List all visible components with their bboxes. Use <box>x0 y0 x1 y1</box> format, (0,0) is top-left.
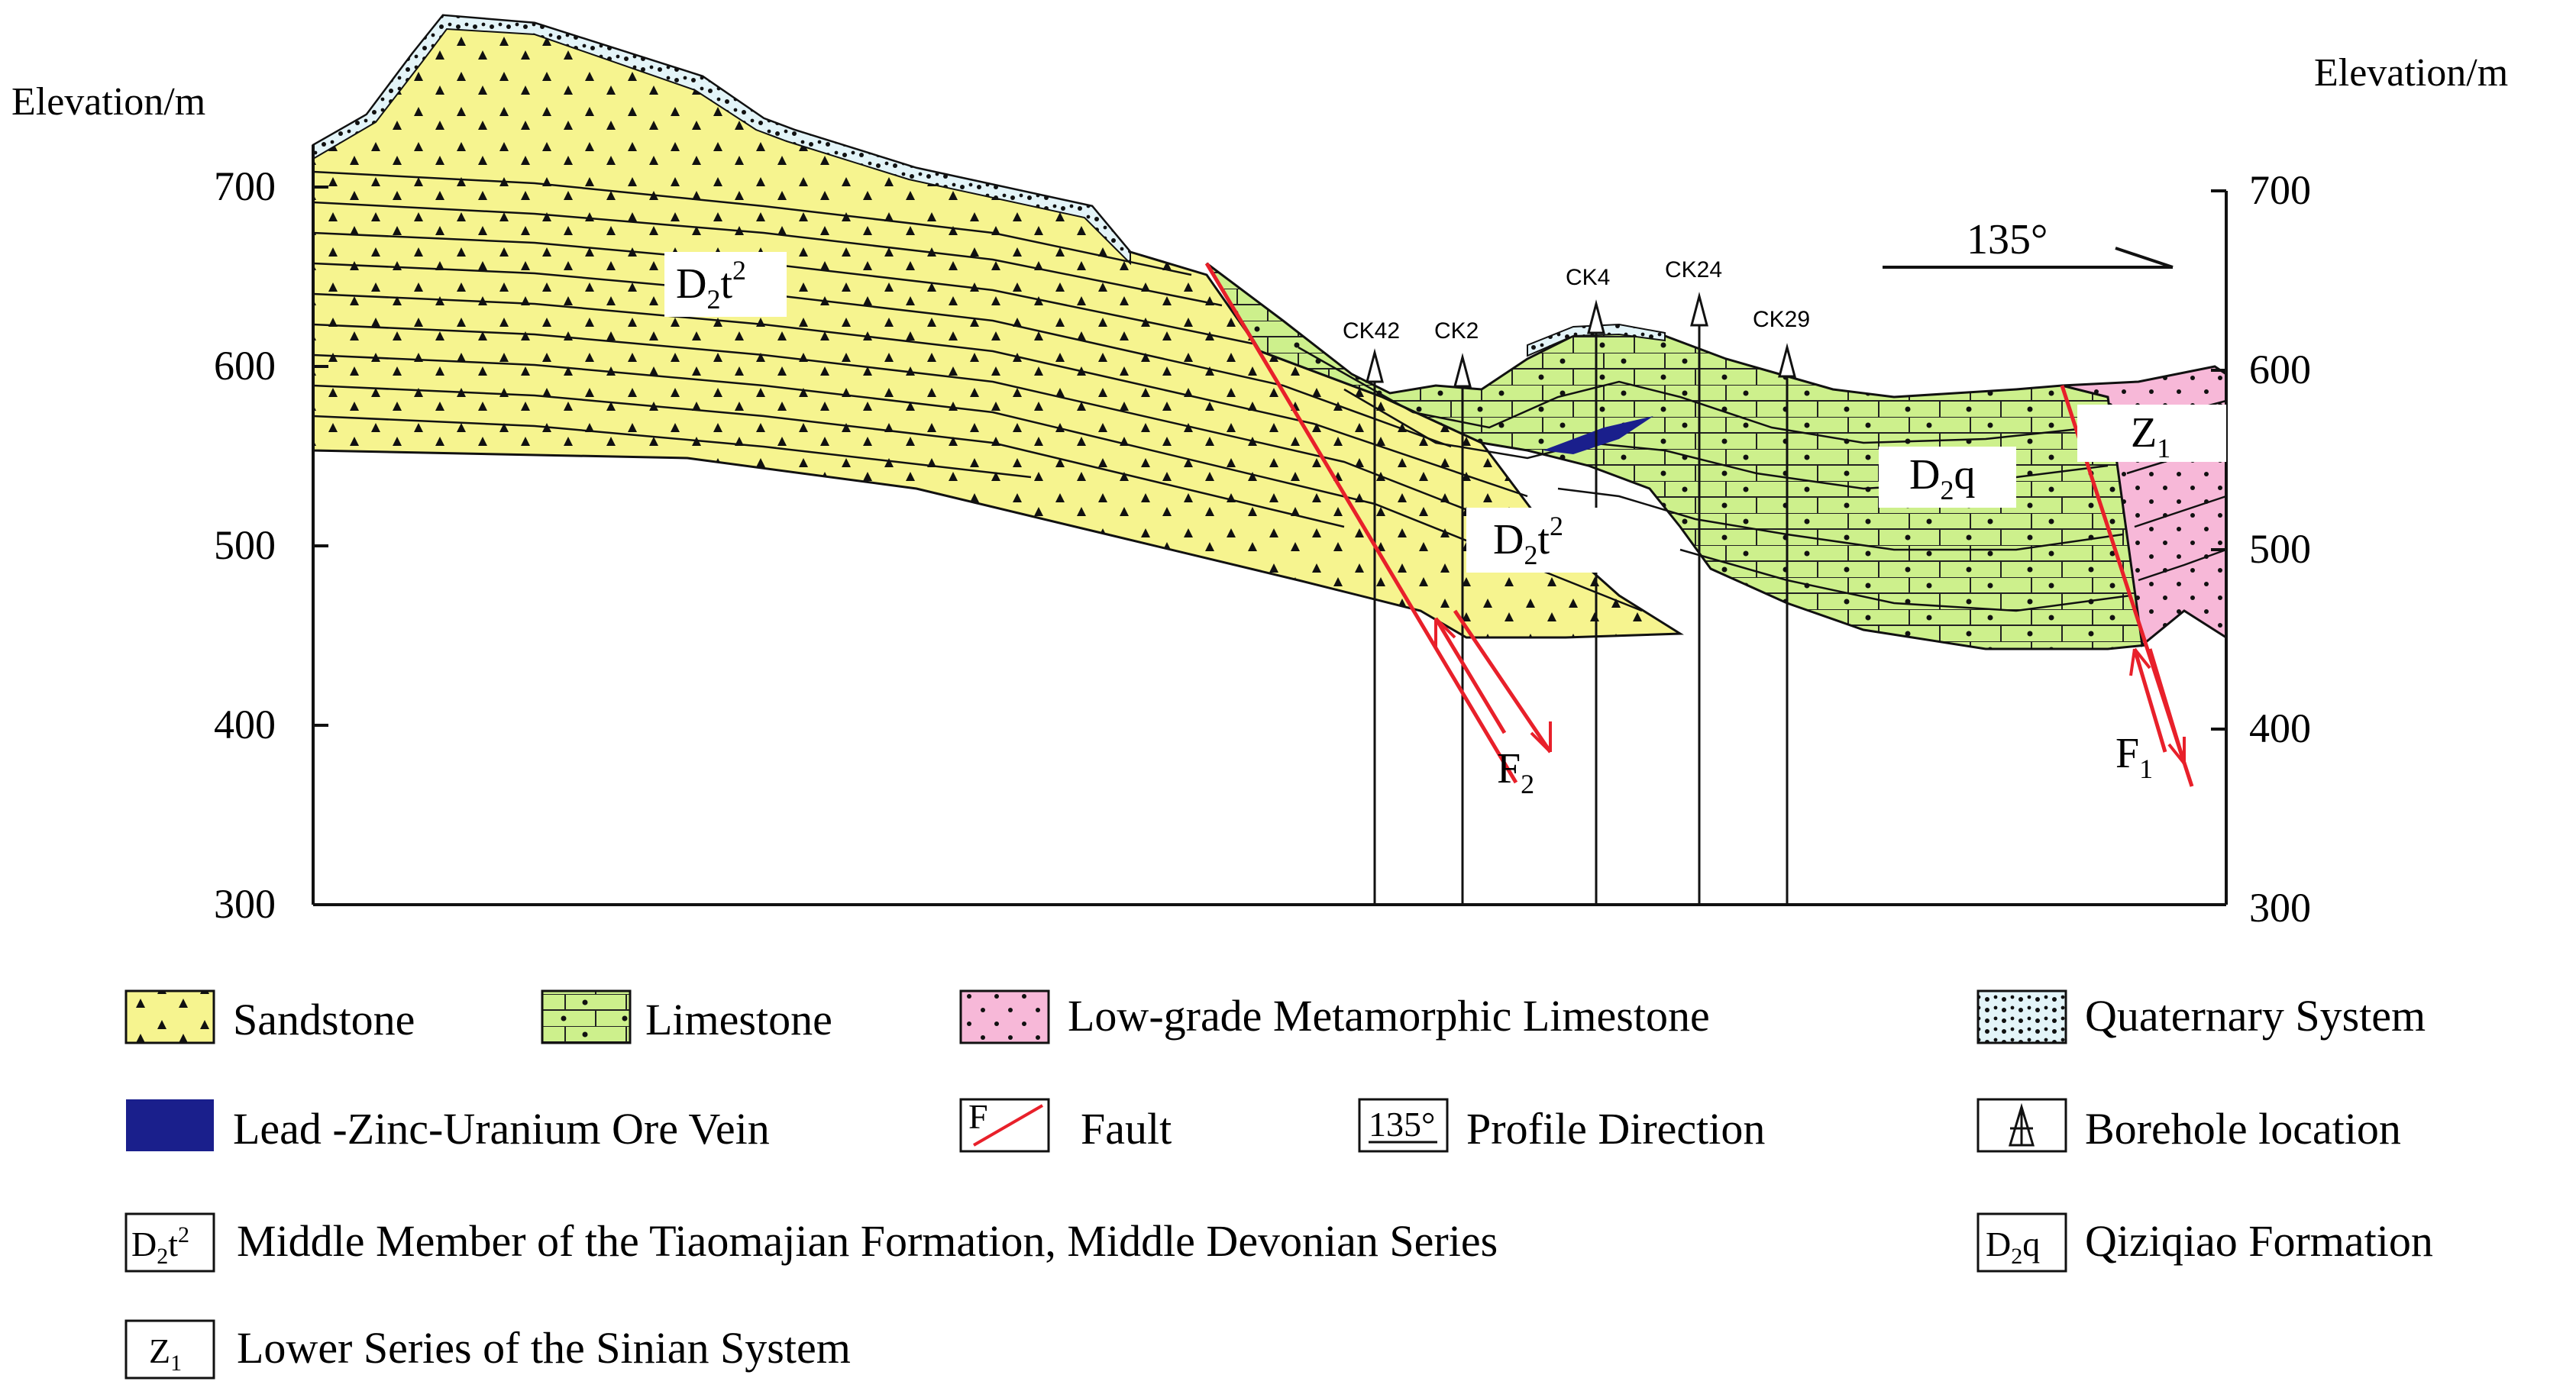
right-tick-500: 500 <box>2249 526 2311 572</box>
legend-profile-symbol: 135° <box>1369 1105 1435 1144</box>
legend-label-profile: Profile Direction <box>1466 1104 1765 1154</box>
left-axis <box>312 145 2226 906</box>
legend-label-limestone: Limestone <box>645 995 832 1044</box>
borehole-label-ck2: CK2 <box>1434 318 1479 344</box>
left-tick-500: 500 <box>214 522 276 568</box>
legend-swatch-d2q <box>1976 1212 2067 1273</box>
left-tick-600: 600 <box>214 343 276 389</box>
legend-label-fault: Fault <box>1081 1104 1172 1154</box>
right-tick-700: 700 <box>2249 167 2311 213</box>
right-tick-400: 400 <box>2249 705 2311 751</box>
legend-label-d2q: Qiziqiao Formation <box>2085 1216 2433 1266</box>
profile-direction-label: 135° <box>1967 216 2048 263</box>
right-axis-title: Elevation/m <box>2314 51 2508 95</box>
quaternary-cover <box>312 14 1131 266</box>
label-box-d2t2-mid <box>1466 508 1600 573</box>
legend-label-d2t2: Middle Member of the Tiaomajian Formatio… <box>237 1216 1498 1266</box>
right-tick-300: 300 <box>2249 885 2311 931</box>
legend-swatch-limestone <box>541 989 632 1044</box>
fault-arrows <box>1434 617 2186 765</box>
borehole-label-ck4: CK4 <box>1566 265 1610 290</box>
legend-label-ore-vein: Lead -Zinc-Uranium Ore Vein <box>233 1104 770 1154</box>
legend-swatch-z1 <box>124 1319 215 1380</box>
left-tick-700: 700 <box>214 163 276 209</box>
left-axis-title: Elevation/m <box>11 80 205 124</box>
fault-label-f2: F2 <box>1497 745 1534 799</box>
legend-label-borehole: Borehole location <box>2085 1104 2401 1154</box>
borehole-symbols <box>1366 292 1796 388</box>
legend: Sandstone Limestone Low-grade Metamorphi… <box>124 989 2433 1380</box>
limestone-body <box>1205 262 2148 650</box>
borehole-label-ck42: CK42 <box>1343 318 1400 344</box>
borehole-icon <box>1453 353 1472 388</box>
legend-swatch-ore-vein <box>126 1099 214 1151</box>
legend-swatch-d2t2 <box>124 1212 215 1273</box>
left-tick-300: 300 <box>214 881 276 927</box>
borehole-icon <box>1690 292 1708 327</box>
ore-vein <box>1543 416 1653 454</box>
right-tick-600: 600 <box>2249 347 2311 392</box>
boreholes <box>1373 309 1789 905</box>
profile-direction-arrow <box>2115 247 2174 269</box>
legend-label-quaternary: Quaternary System <box>2085 991 2426 1041</box>
left-tick-400: 400 <box>214 702 276 747</box>
right-axis <box>2211 189 2228 905</box>
legend-swatch-quaternary <box>1976 989 2067 1044</box>
borehole-legend-icon <box>2008 1102 2035 1147</box>
borehole-icon <box>1366 348 1384 383</box>
legend-swatch-metamorphic <box>959 989 1050 1044</box>
fault-label-f1: F1 <box>2115 730 2153 784</box>
legend-fault-line <box>972 1104 1044 1147</box>
legend-label-z1: Lower Series of the Sinian System <box>237 1323 851 1373</box>
label-box-z1 <box>2077 405 2226 462</box>
legend-label-sandstone: Sandstone <box>233 995 415 1044</box>
borehole-icon <box>1587 299 1605 334</box>
unit-label-d2q: D2q <box>1909 451 1975 505</box>
bedding-lines <box>312 170 1643 612</box>
borehole-label-ck24: CK24 <box>1665 257 1722 282</box>
borehole-label-ck29: CK29 <box>1753 307 1810 332</box>
quaternary-cover-hill <box>1527 323 1666 357</box>
legend-fault-symbol: F <box>968 1097 988 1136</box>
label-box-d2t2-top <box>664 252 787 317</box>
legend-swatch-sandstone <box>124 989 215 1044</box>
legend-label-metamorphic: Low-grade Metamorphic Limestone <box>1068 991 1710 1041</box>
label-box-d2q <box>1879 447 2016 508</box>
borehole-icon <box>1778 343 1796 378</box>
